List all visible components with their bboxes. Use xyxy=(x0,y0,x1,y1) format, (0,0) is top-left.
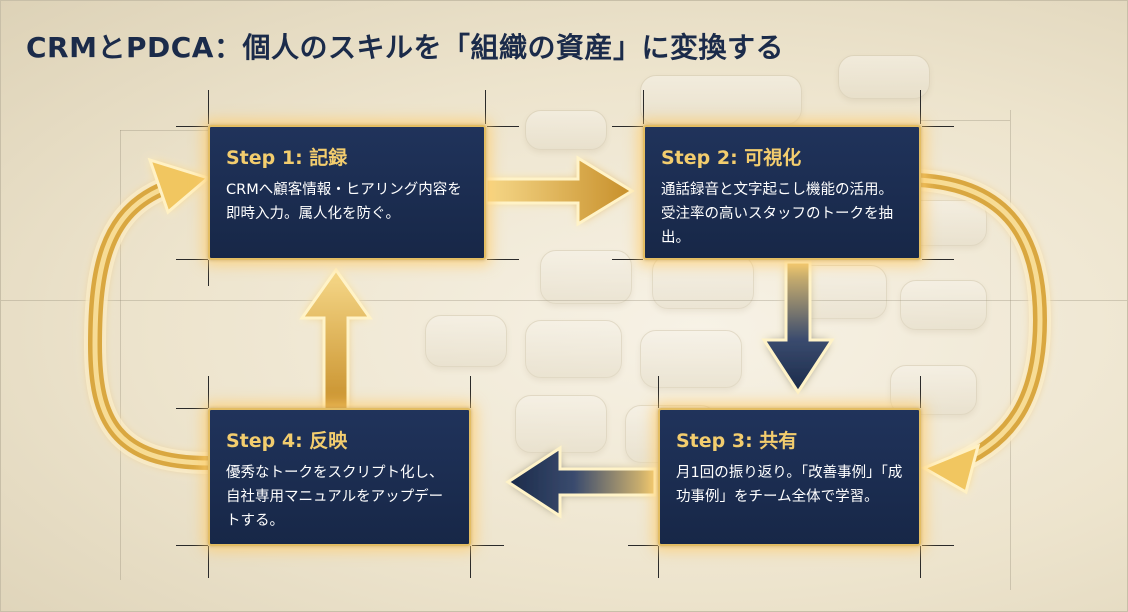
crop-mark xyxy=(922,126,954,127)
crop-mark xyxy=(176,408,208,409)
step-2-title: Step 2: 可視化 xyxy=(661,147,802,169)
step-1-description: CRMへ顧客情報・ヒアリング内容を即時入力。属人化を防ぐ。 xyxy=(226,182,462,222)
crop-mark xyxy=(612,126,643,127)
crop-mark xyxy=(176,545,208,546)
crop-mark xyxy=(176,126,208,127)
loop-arrow-step4-to-step1 xyxy=(83,157,221,474)
crop-mark xyxy=(208,376,209,408)
step-card-1: Step 1: 記録 CRMへ顧客情報・ヒアリング内容を即時入力。属人化を防ぐ。 xyxy=(208,125,486,260)
step-3-description: 月1回の振り返り。「改善事例」「成功事例」をチーム全体で学習。 xyxy=(676,465,903,505)
crop-mark xyxy=(612,259,643,260)
crop-mark xyxy=(472,545,504,546)
background-keypad-key xyxy=(515,395,607,453)
step-1-title: Step 1: 記録 xyxy=(226,147,348,169)
background-keypad-key xyxy=(425,315,507,367)
arrow-step1-to-step2 xyxy=(484,155,635,227)
crop-mark xyxy=(487,126,519,127)
step-3-title: Step 3: 共有 xyxy=(676,430,798,452)
crop-mark xyxy=(922,259,954,260)
guide-line xyxy=(0,300,1128,301)
step-4-description: 優秀なトークをスクリプト化し、自社専用マニュアルをアップデートする。 xyxy=(226,465,444,529)
step-card-2: Step 2: 可視化 通話録音と文字起こし機能の活用。受注率の高いスタッフのト… xyxy=(643,125,921,260)
crop-mark xyxy=(208,90,209,124)
arrow-step3-to-step4 xyxy=(505,445,657,519)
background-keypad-key xyxy=(652,255,754,309)
guide-line xyxy=(1010,110,1011,590)
crop-mark xyxy=(658,546,659,578)
step-card-3: Step 3: 共有 月1回の振り返り。「改善事例」「成功事例」をチーム全体で学… xyxy=(658,408,921,546)
background-keypad-key xyxy=(525,110,607,150)
step-card-4: Step 4: 反映 優秀なトークをスクリプト化し、自社専用マニュアルをアップデ… xyxy=(208,408,471,546)
step-4-title: Step 4: 反映 xyxy=(226,430,348,452)
arrow-step4-to-step1 xyxy=(299,267,373,412)
guide-line xyxy=(920,120,1010,121)
crop-mark xyxy=(920,90,921,124)
crop-mark xyxy=(920,546,921,578)
arrow-step2-to-step3 xyxy=(761,260,835,395)
step-2-description: 通話録音と文字起こし機能の活用。受注率の高いスタッフのトークを抽出。 xyxy=(661,182,893,246)
crop-mark xyxy=(176,259,208,260)
crop-mark xyxy=(485,90,486,124)
background-keypad-key xyxy=(890,365,977,415)
crop-mark xyxy=(658,376,659,408)
background-keypad-key xyxy=(900,280,987,330)
crop-mark xyxy=(470,376,471,408)
guide-line xyxy=(120,130,121,580)
guide-line xyxy=(120,130,210,131)
crop-mark xyxy=(208,260,209,286)
background-keypad-key xyxy=(640,330,742,388)
background-keypad-key xyxy=(838,55,930,99)
crop-mark xyxy=(208,546,209,578)
loop-arrow-step2-to-step3 xyxy=(907,169,1052,495)
crop-mark xyxy=(470,546,471,578)
crop-mark xyxy=(920,376,921,408)
crop-mark xyxy=(487,259,519,260)
crop-mark xyxy=(628,545,658,546)
background-keypad-key xyxy=(640,75,802,125)
crop-mark xyxy=(922,545,954,546)
page-title: CRMとPDCA：個人のスキルを「組織の資産」に変換する xyxy=(26,31,784,64)
background-keypad-key xyxy=(525,320,622,378)
crop-mark xyxy=(643,90,644,124)
